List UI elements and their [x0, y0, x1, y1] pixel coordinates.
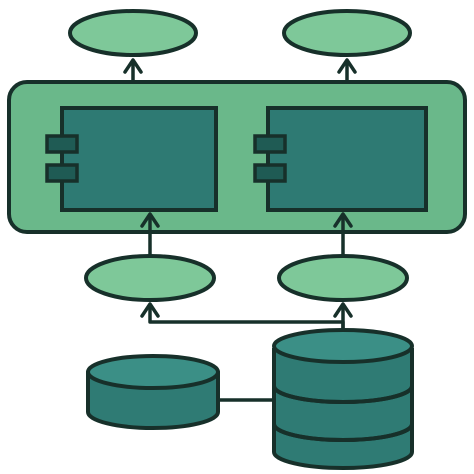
- large-database: [272, 328, 414, 470]
- top-right-interface: [282, 9, 412, 57]
- arrow-middle-right-interface-to-right-component: [333, 212, 353, 258]
- left-component-port-icon: [45, 163, 79, 183]
- right-component-port-icon: [253, 134, 287, 154]
- top-left-interface: [68, 9, 198, 57]
- left-component: [45, 106, 218, 212]
- left-component-port-icon: [45, 134, 79, 154]
- right-component-port-icon: [253, 163, 287, 183]
- small-database: [86, 354, 220, 430]
- middle-right-interface: [277, 254, 409, 302]
- arrow-middle-left-interface-to-left-component: [140, 212, 160, 258]
- middle-left-interface: [84, 254, 216, 302]
- right-component: [253, 106, 428, 212]
